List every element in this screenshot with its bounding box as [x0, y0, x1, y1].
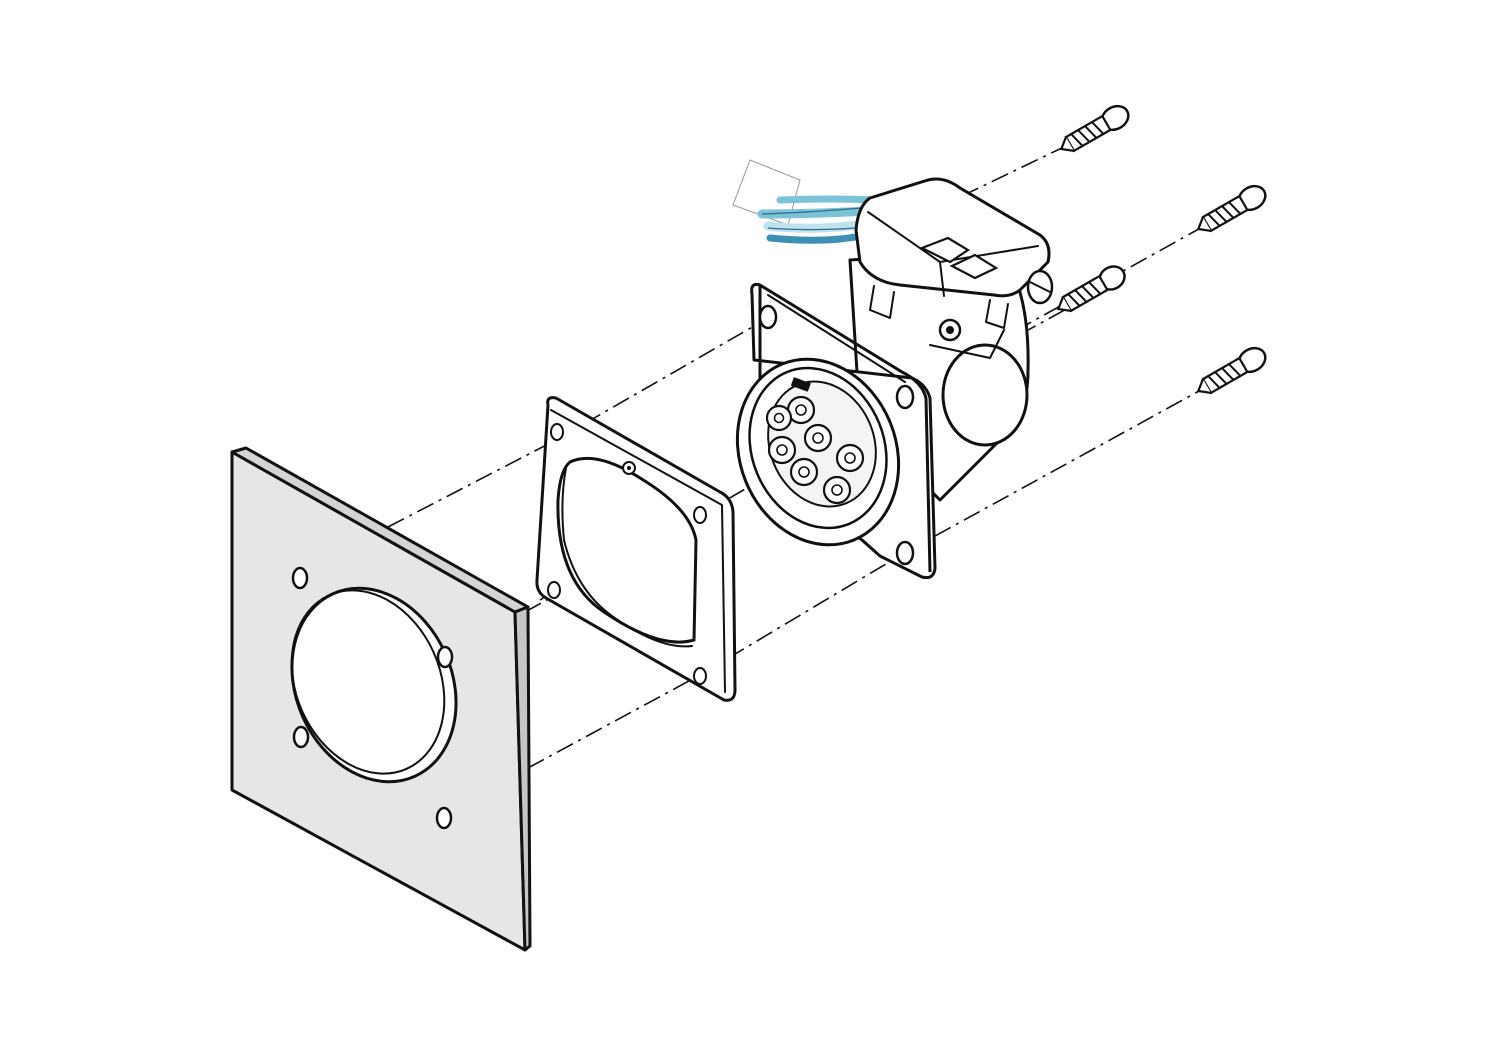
- gasket-hole: [693, 667, 707, 685]
- socket-pins: [765, 395, 865, 505]
- socket-key: [790, 377, 811, 392]
- panel-hole: [436, 645, 454, 669]
- gasket: [535, 396, 737, 702]
- flange-hole: [895, 540, 915, 566]
- charging-socket: [735, 177, 1054, 580]
- panel-hole: [435, 806, 453, 830]
- screw-lower-right: [1196, 346, 1267, 395]
- screw-middle: [1056, 265, 1126, 313]
- mounting-panel: [230, 446, 532, 952]
- flange-hole: [758, 304, 778, 330]
- panel-hole: [291, 566, 309, 590]
- panel-hole: [292, 725, 310, 749]
- guide-line-bottom: [527, 674, 701, 769]
- guide-line-bottom-c: [905, 384, 1211, 553]
- guide-line-top-left: [387, 439, 557, 528]
- screw-upper-right: [1196, 184, 1267, 233]
- guide-line-center-b: [699, 397, 905, 516]
- gasket-hole: [547, 581, 561, 599]
- flange-hole: [895, 384, 915, 410]
- panel-cutout-edge: [290, 589, 446, 775]
- gasket-hole: [550, 423, 564, 441]
- guide-line-top: [961, 144, 1069, 197]
- screw-top: [1059, 104, 1130, 153]
- gasket-hole: [693, 506, 707, 524]
